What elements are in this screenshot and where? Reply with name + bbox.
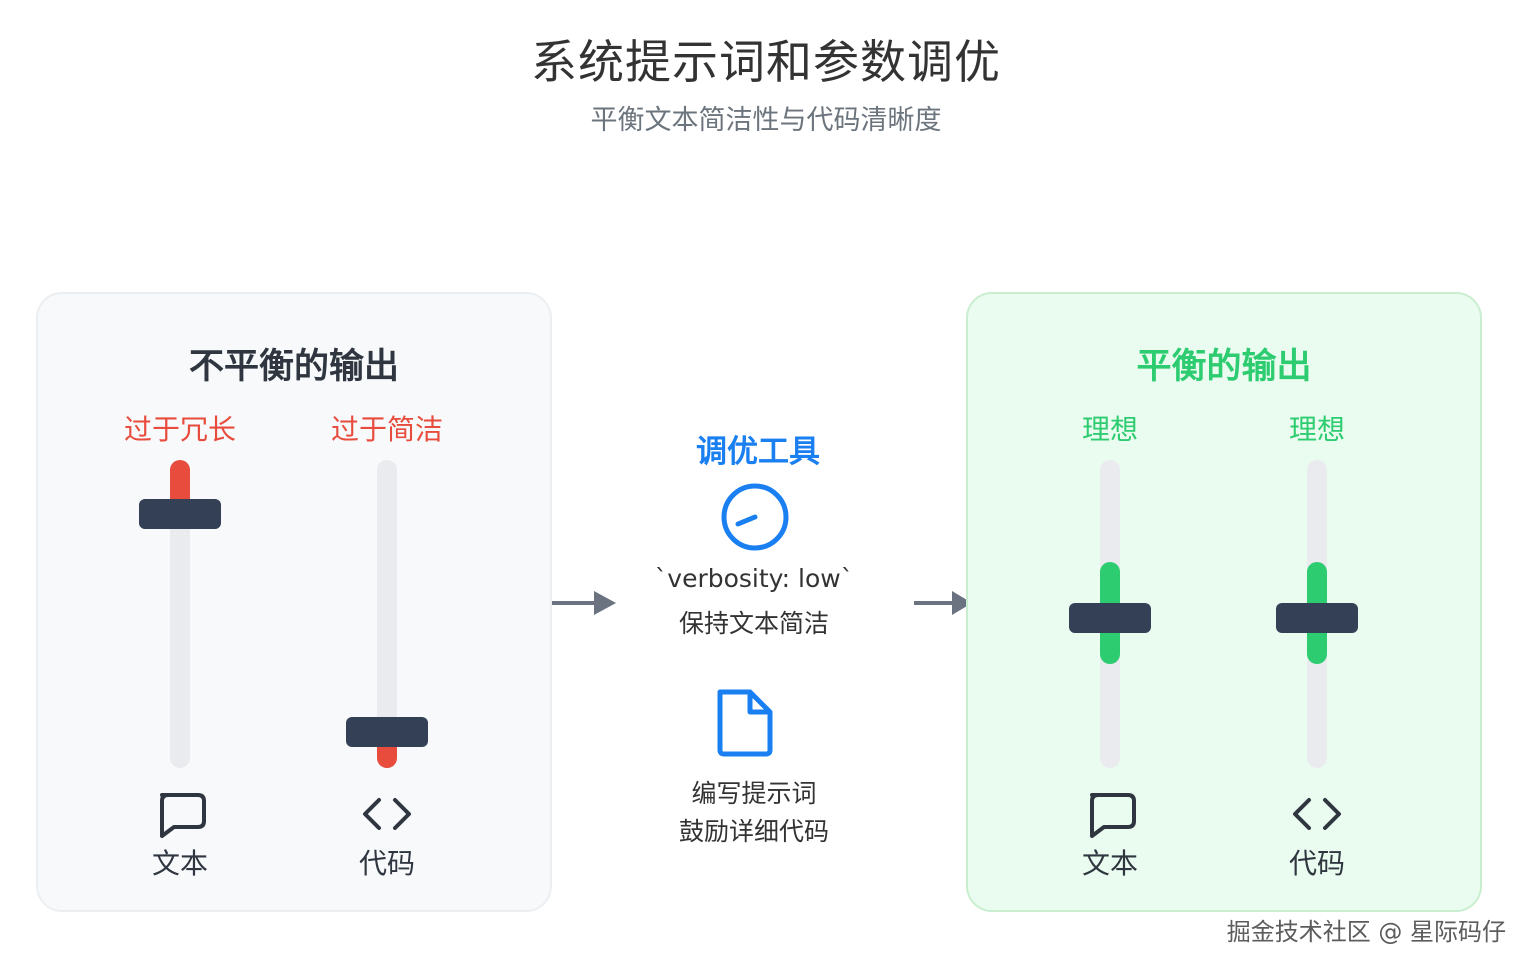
code-ideal-label: 理想 — [1288, 413, 1345, 446]
chat-bubble-icon — [1080, 790, 1140, 840]
balanced-panel — [966, 292, 1482, 912]
code-brackets-icon — [357, 790, 417, 840]
page-subtitle: 平衡文本简洁性与代码清晰度 — [590, 105, 942, 136]
code-balanced-slider-handle[interactable] — [1276, 603, 1358, 633]
text-icon-label: 文本 — [151, 847, 208, 880]
text-balanced-slider-handle[interactable] — [1069, 603, 1151, 633]
text-slider-handle[interactable] — [139, 499, 221, 529]
unbalanced-panel-title: 不平衡的输出 — [188, 347, 399, 387]
code-brackets-icon — [1287, 790, 1347, 840]
chat-bubble-icon — [150, 790, 210, 840]
gauge-icon — [720, 482, 790, 556]
text-balanced-icon-label: 文本 — [1081, 847, 1138, 880]
text-slider-track[interactable] — [170, 460, 190, 768]
verbosity-param: `verbosity: low` — [654, 564, 854, 593]
code-balanced-icon-label: 代码 — [1288, 847, 1345, 880]
code-slider-track[interactable] — [377, 460, 397, 768]
page-title: 系统提示词和参数调优 — [531, 35, 1001, 89]
balanced-panel-title: 平衡的输出 — [1136, 347, 1312, 387]
arrow-right-icon — [914, 588, 974, 622]
unbalanced-panel — [36, 292, 552, 912]
text-slider-label: 过于冗长 — [123, 413, 236, 446]
text-ideal-label: 理想 — [1081, 413, 1138, 446]
watermark: 掘金技术社区 @ 星际码仔 — [1226, 918, 1506, 946]
document-icon — [714, 688, 776, 762]
arrow-right-icon — [552, 588, 622, 622]
code-slider-label: 过于简洁 — [330, 413, 443, 446]
prompt-line-2: 鼓励详细代码 — [678, 817, 829, 846]
prompt-line-1: 编写提示词 — [691, 779, 817, 808]
tuning-tools-title: 调优工具 — [696, 434, 820, 470]
code-icon-label: 代码 — [358, 847, 415, 880]
verbosity-desc: 保持文本简洁 — [678, 609, 829, 638]
code-slider-handle[interactable] — [346, 717, 428, 747]
